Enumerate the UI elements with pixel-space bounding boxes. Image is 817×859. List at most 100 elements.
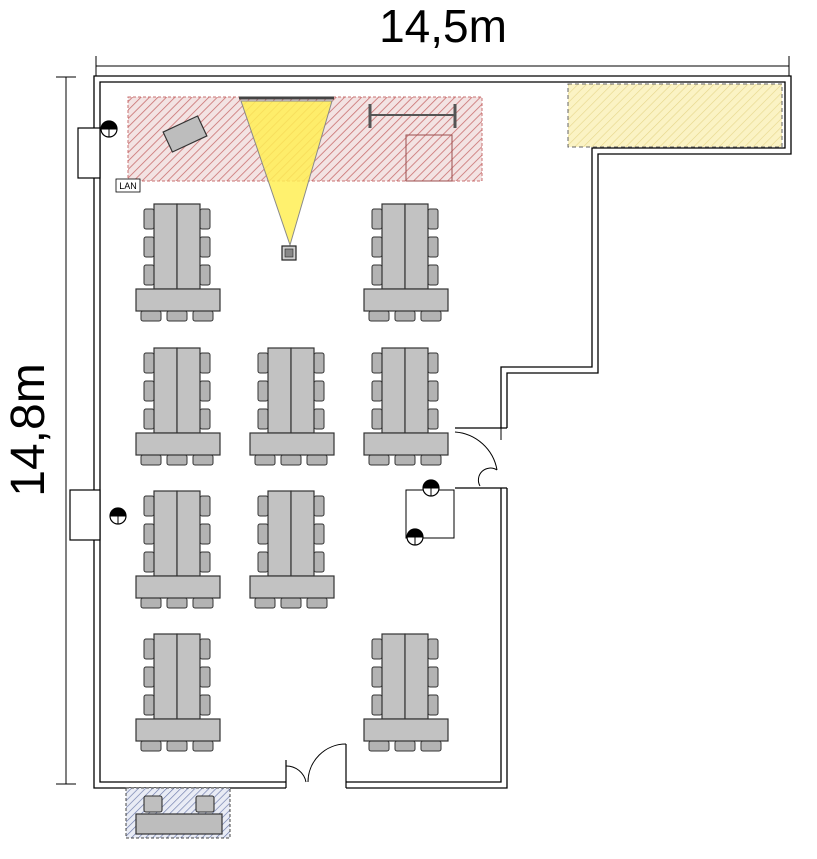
table: [135, 288, 221, 312]
chair: [199, 495, 211, 517]
chair: [192, 740, 214, 752]
width-dimension: 14,5m: [95, 0, 790, 76]
table-group: [363, 203, 449, 322]
chair: [257, 495, 269, 517]
side-table: [405, 134, 453, 182]
chair: [192, 597, 214, 609]
table: [153, 490, 178, 577]
chair: [143, 523, 155, 545]
table-group: [135, 347, 221, 466]
table: [404, 347, 429, 434]
chair: [143, 236, 155, 258]
door-right[interactable]: [454, 427, 507, 489]
outer-wall: [93, 75, 792, 789]
walls: [93, 75, 792, 789]
chair: [199, 408, 211, 430]
table-group: [135, 490, 221, 609]
chair: [427, 208, 439, 230]
chair: [140, 740, 162, 752]
chair: [143, 352, 155, 374]
chair: [166, 597, 188, 609]
table: [363, 432, 449, 456]
chair: [140, 454, 162, 466]
chair: [199, 236, 211, 258]
chair: [199, 352, 211, 374]
lan-label: LAN: [119, 181, 137, 191]
chair: [192, 310, 214, 322]
chair: [427, 380, 439, 402]
chair: [371, 638, 383, 660]
table-group: [135, 203, 221, 322]
chair: [371, 264, 383, 286]
chair: [427, 408, 439, 430]
table-groups: [135, 203, 449, 752]
chair: [199, 380, 211, 402]
chair: [257, 380, 269, 402]
table: [381, 633, 406, 720]
chair: [143, 495, 155, 517]
table: [267, 490, 292, 577]
outlet-icon: [422, 479, 440, 497]
table: [249, 575, 335, 599]
chair: [368, 310, 390, 322]
table: [381, 203, 406, 290]
chair: [313, 352, 325, 374]
chair: [371, 380, 383, 402]
door-icon: [454, 431, 498, 471]
chair: [143, 551, 155, 573]
projector: [239, 96, 334, 261]
outlet-icon: [406, 528, 424, 546]
chair: [199, 551, 211, 573]
chair: [143, 638, 155, 660]
table: [290, 490, 315, 577]
table: [176, 490, 201, 577]
chair: [143, 408, 155, 430]
left-niche-top: [77, 127, 101, 179]
chair: [143, 208, 155, 230]
chair: [166, 310, 188, 322]
chair: [427, 264, 439, 286]
chair: [420, 740, 442, 752]
chair: [394, 740, 416, 752]
chair: [371, 208, 383, 230]
height-dimension: 14,8m: [2, 76, 76, 785]
power-outlets: [100, 120, 440, 546]
chair: [371, 694, 383, 716]
chair: [280, 597, 302, 609]
chair: [257, 551, 269, 573]
table: [249, 432, 335, 456]
chair: [257, 408, 269, 430]
chair: [427, 638, 439, 660]
chair: [306, 454, 328, 466]
reception-desk: [125, 787, 231, 839]
chair: [257, 523, 269, 545]
inner-wall: [99, 81, 786, 783]
chair: [420, 454, 442, 466]
chair: [313, 408, 325, 430]
chair: [371, 352, 383, 374]
table: [381, 347, 406, 434]
table: [290, 347, 315, 434]
chair: [313, 523, 325, 545]
chair: [143, 380, 155, 402]
table-group: [363, 633, 449, 752]
chair: [371, 408, 383, 430]
chair: [166, 454, 188, 466]
chair: [257, 352, 269, 374]
storage-area: [567, 83, 783, 148]
table-group: [135, 633, 221, 752]
chair: [195, 795, 215, 813]
table: [153, 203, 178, 290]
chair: [394, 310, 416, 322]
table: [135, 718, 221, 742]
chair: [192, 454, 214, 466]
door-bottom[interactable]: [285, 743, 347, 788]
chair: [313, 495, 325, 517]
chair: [313, 380, 325, 402]
lan-port: LAN: [115, 178, 141, 193]
chair: [306, 597, 328, 609]
chair: [143, 694, 155, 716]
chair: [254, 597, 276, 609]
table-group: [249, 347, 335, 466]
chair: [427, 666, 439, 688]
